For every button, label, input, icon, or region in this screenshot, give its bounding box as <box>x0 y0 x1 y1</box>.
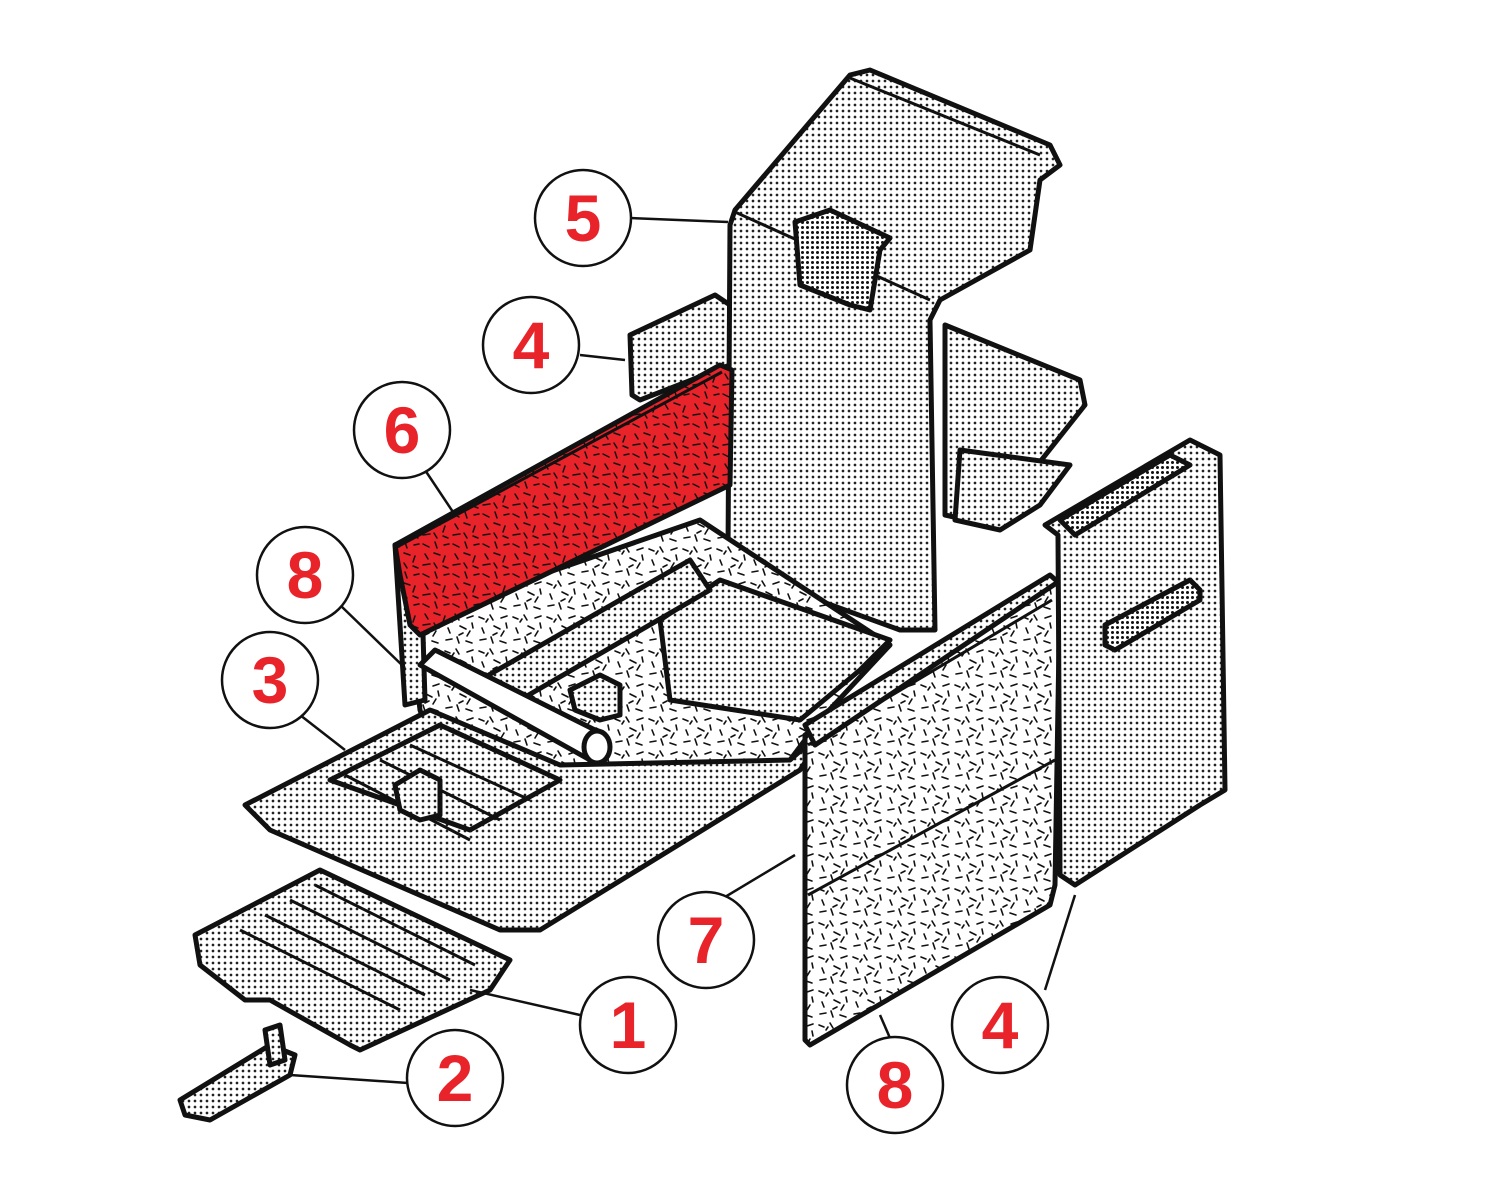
callout-label: 1 <box>610 988 647 1062</box>
grate-frame <box>242 672 833 933</box>
callout-label: 5 <box>565 181 602 255</box>
ash-grate <box>192 867 513 1053</box>
callout-7: 7 <box>656 890 756 990</box>
grate-handle <box>177 1022 298 1123</box>
callout-label: 4 <box>982 988 1019 1062</box>
leader-lines <box>289 216 1077 1085</box>
callout-5: 5 <box>533 168 633 268</box>
front-side-panel <box>1042 437 1228 888</box>
callout-8-right: 8 <box>845 1035 945 1135</box>
callout-6: 6 <box>352 380 452 480</box>
callout-label: 7 <box>688 903 725 977</box>
callout-label: 3 <box>252 643 289 717</box>
callout-1: 1 <box>578 975 678 1075</box>
callout-label: 4 <box>513 308 550 382</box>
callout-label: 8 <box>877 1048 914 1122</box>
back-panel <box>725 67 1063 633</box>
right-rear-panels <box>942 322 1088 533</box>
callout-label: 8 <box>287 538 324 612</box>
tube <box>417 647 613 766</box>
callout-2: 2 <box>405 1028 505 1128</box>
callout-4-right: 4 <box>950 975 1050 1075</box>
callout-label: 2 <box>437 1041 474 1115</box>
heat-shield-panel <box>392 362 735 638</box>
callout-8-left: 8 <box>255 525 355 625</box>
callout-4-top: 4 <box>481 295 581 395</box>
callout-label: 6 <box>384 393 421 467</box>
callout-3: 3 <box>220 630 320 730</box>
